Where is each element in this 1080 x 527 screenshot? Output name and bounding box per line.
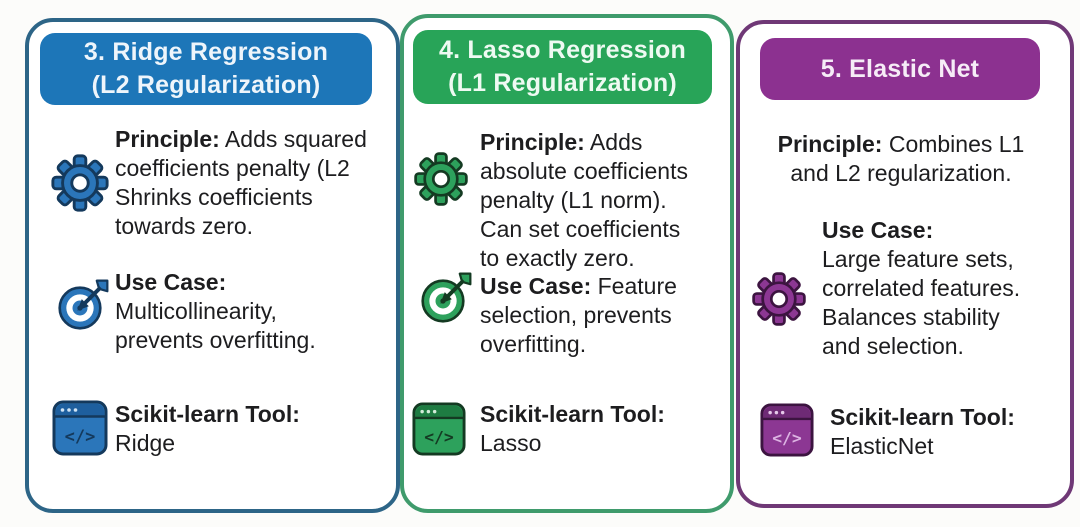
text-line: (L1 Regularization) (448, 69, 677, 97)
code-window-icon (54, 402, 106, 454)
gear-icon (415, 153, 467, 205)
text-line: Balances stability (822, 304, 1000, 330)
text-line: overfitting. (480, 331, 587, 357)
text-line: Can set coefficients (480, 216, 681, 242)
use-case-label: Use Case: (822, 217, 934, 243)
target-icon (422, 273, 471, 322)
principle-text: Principle: Adds absolute coefficients pen… (480, 128, 726, 273)
principle-label: Principle: (480, 129, 585, 155)
code-window-icon (413, 403, 465, 455)
tool-text: Scikit-learn Tool: Lasso (480, 400, 726, 458)
tool-label: Scikit-learn Tool: (115, 401, 300, 427)
text-line: Large feature sets, (822, 246, 1014, 272)
code-window-icon (761, 404, 813, 456)
tool-name: ElasticNet (830, 433, 934, 459)
text-line: towards zero. (115, 213, 254, 239)
text-line: Shrinks coefficients (115, 184, 313, 210)
text-line: and selection. (822, 333, 964, 359)
card-title-elastic-net: 5. Elastic Net (760, 38, 1040, 100)
card-title-ridge: 3. Ridge Regression (L2 Regularization) (40, 33, 372, 105)
tool-name: Ridge (115, 430, 176, 456)
card-lasso-regression: 4. Lasso Regression (L1 Regularization) P… (400, 14, 734, 513)
text-line: coefficients penalty (L2 (115, 155, 350, 181)
use-case-text: Use Case: Feature selection, prevents ove… (480, 272, 726, 359)
use-case-rest: Feature (591, 273, 677, 299)
use-case-label: Use Case: (115, 269, 227, 295)
text-line: Multicollinearity, (115, 298, 277, 324)
text-line: absolute coefficients (480, 158, 688, 184)
gear-icon (753, 273, 805, 325)
text-line: penalty (L1 norm). (480, 187, 667, 213)
text-line: selection, prevents (480, 302, 672, 328)
principle-rest: Adds (584, 129, 643, 155)
use-case-text: Use Case: Large feature sets, correlated … (822, 216, 1060, 361)
use-case-label: Use Case: (480, 273, 592, 299)
use-case-text: Use Case: Multicollinearity, prevents ove… (115, 268, 405, 355)
tool-label: Scikit-learn Tool: (480, 401, 665, 427)
tool-name: Lasso (480, 430, 542, 456)
principle-label: Principle: (115, 126, 220, 152)
text-line: correlated features. (822, 275, 1021, 301)
principle-label: Principle: (777, 131, 883, 157)
principle-text: Principle: Combines L1 and L2 regulariza… (750, 130, 1052, 188)
tool-text: Scikit-learn Tool: Ridge (115, 400, 405, 458)
principle-text: Principle: Adds squared coefficients pen… (115, 125, 411, 241)
card-title-lasso: 4. Lasso Regression (L1 Regularization) (413, 30, 712, 104)
card-ridge-regression: 3. Ridge Regression (L2 Regularization) P… (25, 18, 400, 513)
tool-label: Scikit-learn Tool: (830, 404, 1015, 430)
text-line: 5. Elastic Net (820, 54, 980, 83)
text-line: 4. Lasso Regression (439, 36, 686, 64)
text-line: to exactly zero. (480, 245, 635, 271)
principle-rest: Combines L1 (882, 131, 1025, 157)
card-elastic-net: 5. Elastic Net Principle: Combines L1 an… (736, 20, 1074, 508)
gear-icon (52, 155, 108, 211)
principle-rest: Adds squared (219, 126, 367, 152)
text-line: and L2 regularization. (790, 160, 1012, 186)
text-line: 3. Ridge Regression (83, 38, 329, 66)
text-line: prevents overfitting. (115, 327, 316, 353)
text-line: (L2 Regularization) (91, 71, 321, 99)
target-icon (59, 280, 108, 329)
tool-text: Scikit-learn Tool: ElasticNet (830, 403, 1062, 461)
